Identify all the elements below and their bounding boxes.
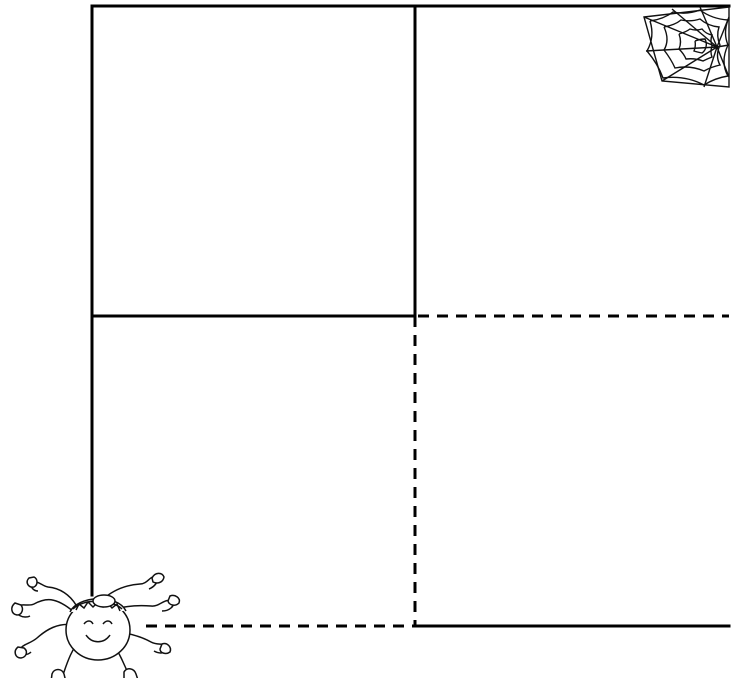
dashed-path-lines: [146, 316, 729, 626]
spider-web-icon: [644, 7, 729, 87]
